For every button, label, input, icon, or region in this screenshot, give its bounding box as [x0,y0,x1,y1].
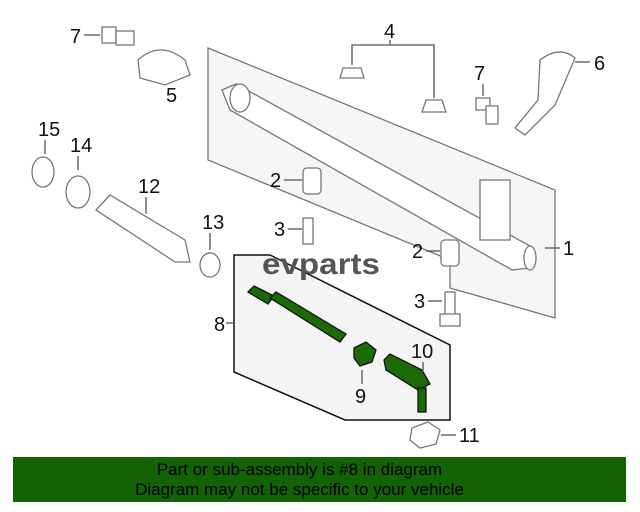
callout-15[interactable]: 15 [31,119,60,188]
svg-text:15: 15 [38,119,60,141]
info-banner: Part or sub-assembly is #8 in diagram Di… [13,457,626,502]
callout-3b[interactable]: 3 [414,291,461,327]
svg-text:14: 14 [70,135,92,157]
callout-7b[interactable]: 7 [474,63,499,125]
evparts-watermark: evparts [262,248,380,281]
svg-text:7: 7 [474,63,485,85]
svg-text:3: 3 [414,291,425,313]
svg-text:13: 13 [202,212,224,234]
svg-text:8: 8 [214,314,225,336]
callout-2a[interactable]: 2 [270,167,322,195]
svg-text:9: 9 [355,386,366,408]
svg-text:12: 12 [138,176,160,198]
svg-text:2: 2 [412,241,423,263]
svg-text:7: 7 [70,26,81,48]
svg-text:2: 2 [270,170,281,192]
banner-line-1: Part or sub-assembly is #8 in diagram [156,460,443,479]
jam-nut[interactable]: 9 [353,341,377,408]
callout-2b[interactable]: 2 [412,239,460,267]
svg-text:1: 1 [563,238,574,260]
callout-8[interactable]: 8 [214,314,234,336]
callout-4[interactable]: 4 [339,21,447,113]
svg-text:4: 4 [384,21,395,43]
callout-14[interactable]: 14 [65,135,92,209]
callout-5[interactable]: 5 [137,49,191,107]
callout-12[interactable]: 12 [94,176,191,263]
steering-rack-housing [221,83,537,271]
callout-7a[interactable]: 7 [70,26,135,48]
svg-text:6: 6 [594,53,605,75]
outer-tie-rod-end[interactable]: 10 [383,341,433,413]
callout-3a[interactable]: 3 [274,217,314,245]
svg-text:3: 3 [274,219,285,241]
callout-1[interactable]: 1 [545,238,574,260]
svg-text:11: 11 [459,425,480,447]
callout-13[interactable]: 13 [199,212,224,278]
svg-text:5: 5 [166,85,177,107]
svg-text:10: 10 [411,341,433,363]
inner-tie-rod[interactable] [246,285,347,343]
callout-11[interactable]: 11 [409,421,480,449]
callout-6[interactable]: 6 [514,51,605,136]
banner-line-2: Diagram may not be specific to your vehi… [135,480,464,499]
